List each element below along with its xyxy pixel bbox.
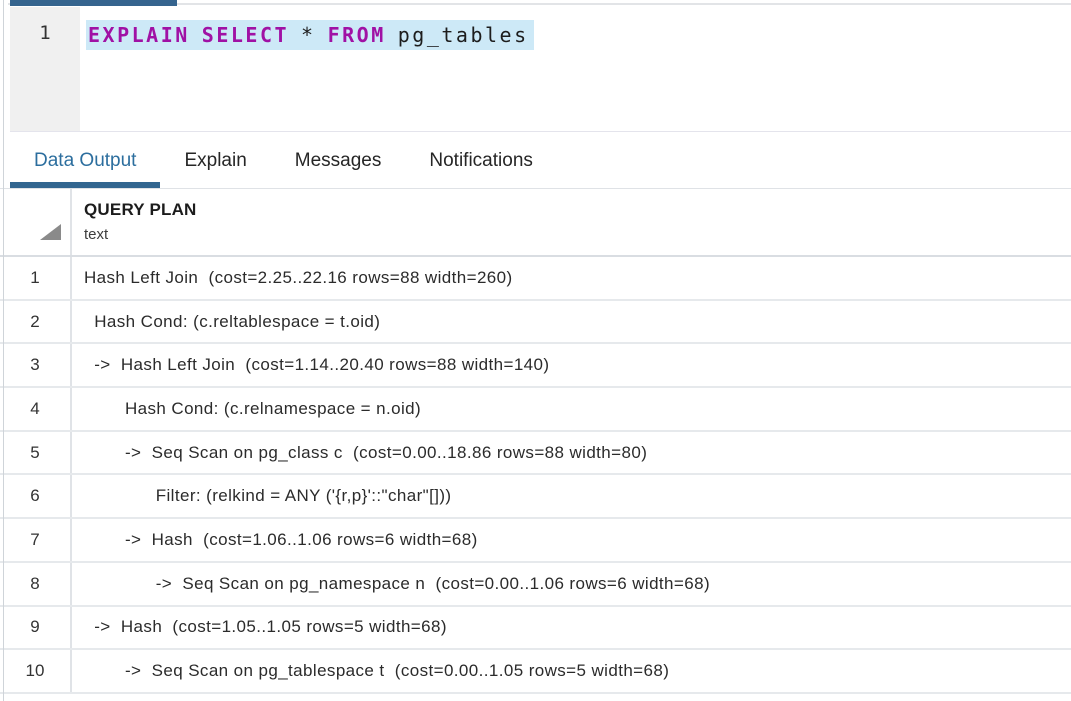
sql-table-identifier: pg_tables: [397, 23, 529, 47]
sql-star-operator: *: [301, 23, 316, 47]
query-plan-cell[interactable]: Hash Cond: (c.relnamespace = n.oid): [84, 398, 422, 418]
tab-label: Explain: [184, 149, 247, 171]
row-number-cell[interactable]: 3: [0, 344, 72, 387]
table-row[interactable]: 4 Hash Cond: (c.relnamespace = n.oid): [0, 388, 1071, 432]
sql-keyword-from: FROM: [327, 23, 386, 47]
column-header-query-plan[interactable]: QUERY PLAN text: [72, 189, 1071, 255]
row-number-cell[interactable]: 10: [0, 650, 72, 692]
tab-label: Notifications: [429, 149, 533, 171]
table-row[interactable]: 8 -> Seq Scan on pg_namespace n (cost=0.…: [0, 562, 1071, 607]
column-name: QUERY PLAN: [84, 200, 197, 219]
editor-top-scrollbar[interactable]: [0, 0, 1071, 7]
tab-data-output[interactable]: Data Output: [10, 133, 161, 188]
table-row[interactable]: 9 -> Hash (cost=1.05..1.05 rows=5 width=…: [0, 606, 1071, 651]
row-number-cell[interactable]: 8: [0, 562, 72, 605]
query-plan-cell[interactable]: -> Seq Scan on pg_namespace n (cost=0.00…: [84, 573, 711, 593]
sql-selected-line[interactable]: EXPLAIN SELECT * FROM pg_tables: [86, 20, 534, 50]
sql-editor-panel: 1 EXPLAIN SELECT * FROM pg_tables: [0, 0, 1071, 133]
table-row[interactable]: 2 Hash Cond: (c.reltablespace = t.oid): [0, 300, 1071, 345]
query-plan-cell[interactable]: -> Hash (cost=1.05..1.05 rows=5 width=68…: [84, 617, 447, 637]
sql-code-area[interactable]: EXPLAIN SELECT * FROM pg_tables: [80, 7, 1071, 131]
row-number-cell[interactable]: 5: [0, 431, 72, 474]
row-number-cell[interactable]: 1: [0, 257, 72, 299]
row-number-cell[interactable]: 7: [0, 519, 72, 561]
table-row[interactable]: 5 -> Seq Scan on pg_class c (cost=0.00..…: [0, 431, 1071, 476]
row-number-cell[interactable]: 9: [0, 606, 72, 649]
results-tab-bar: Data Output Explain Messages Notificatio…: [0, 133, 1071, 189]
query-plan-cell[interactable]: Hash Left Join (cost=2.25..22.16 rows=88…: [84, 267, 513, 287]
tab-label: Data Output: [34, 149, 137, 171]
scrollbar-thumb[interactable]: [10, 0, 177, 6]
sql-editor[interactable]: 1 EXPLAIN SELECT * FROM pg_tables: [10, 7, 1071, 132]
line-number-gutter: 1: [10, 7, 80, 131]
scrollbar-track[interactable]: [8, 3, 1071, 5]
grid-header-row: QUERY PLAN text: [0, 189, 1071, 257]
tab-explain[interactable]: Explain: [160, 133, 270, 188]
tab-label: Messages: [294, 149, 382, 171]
query-plan-cell[interactable]: -> Hash (cost=1.06..1.06 rows=6 width=68…: [84, 529, 478, 549]
sql-keyword-explain: EXPLAIN: [88, 23, 190, 47]
data-output-grid: QUERY PLAN text 1 Hash Left Join (cost=2…: [0, 189, 1071, 694]
tab-messages[interactable]: Messages: [271, 133, 406, 188]
sql-keyword-select: SELECT: [201, 23, 290, 47]
select-all-triangle-icon: [40, 224, 61, 240]
panel-left-border: [3, 0, 4, 701]
table-row[interactable]: 10 -> Seq Scan on pg_tablespace t (cost=…: [0, 650, 1071, 694]
column-type: text: [84, 226, 109, 243]
tab-notifications[interactable]: Notifications: [405, 133, 557, 188]
table-row[interactable]: 6 Filter: (relkind = ANY ('{r,p}'::"char…: [0, 475, 1071, 520]
row-number-cell[interactable]: 2: [0, 300, 72, 343]
grid-body: 1 Hash Left Join (cost=2.25..22.16 rows=…: [0, 257, 1071, 694]
query-plan-cell[interactable]: -> Seq Scan on pg_class c (cost=0.00..18…: [84, 442, 648, 462]
table-row[interactable]: 7 -> Hash (cost=1.06..1.06 rows=6 width=…: [0, 519, 1071, 563]
select-all-corner-cell[interactable]: [0, 189, 72, 255]
table-row[interactable]: 3 -> Hash Left Join (cost=1.14..20.40 ro…: [0, 344, 1071, 389]
line-number: 1: [39, 22, 51, 44]
row-number-cell[interactable]: 6: [0, 475, 72, 518]
query-plan-cell[interactable]: Filter: (relkind = ANY ('{r,p}'::"char"[…: [84, 486, 452, 506]
query-plan-cell[interactable]: Hash Cond: (c.reltablespace = t.oid): [84, 311, 381, 331]
query-plan-cell[interactable]: -> Seq Scan on pg_tablespace t (cost=0.0…: [84, 661, 670, 681]
row-number-cell[interactable]: 4: [0, 388, 72, 430]
table-row[interactable]: 1 Hash Left Join (cost=2.25..22.16 rows=…: [0, 257, 1071, 301]
query-plan-cell[interactable]: -> Hash Left Join (cost=1.14..20.40 rows…: [84, 355, 550, 375]
